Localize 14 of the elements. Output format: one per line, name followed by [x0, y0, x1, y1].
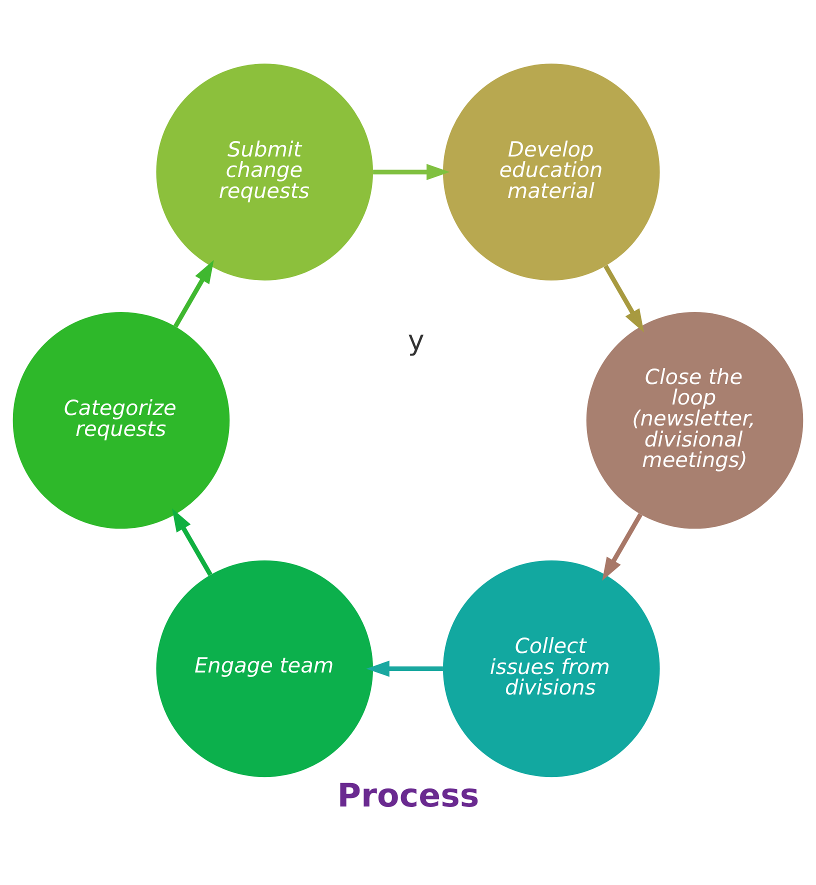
arrow	[602, 512, 643, 580]
node-circle: Categorize requests	[12, 311, 230, 528]
node-circle: Develop education material	[442, 63, 660, 280]
node-circle: Submit change requests	[156, 63, 374, 280]
label: y	[408, 323, 424, 356]
arrow	[172, 508, 212, 576]
node-circle: Engage team	[156, 560, 374, 777]
arrow	[604, 264, 644, 332]
arrow	[373, 163, 450, 180]
diagram-title: Process	[337, 776, 480, 814]
node-circle: Collect issues from divisions	[442, 560, 660, 777]
arrow	[173, 259, 214, 328]
arrow	[366, 660, 443, 676]
node-circle: Close the loop (newsletter, divisional meetings)	[586, 311, 804, 528]
